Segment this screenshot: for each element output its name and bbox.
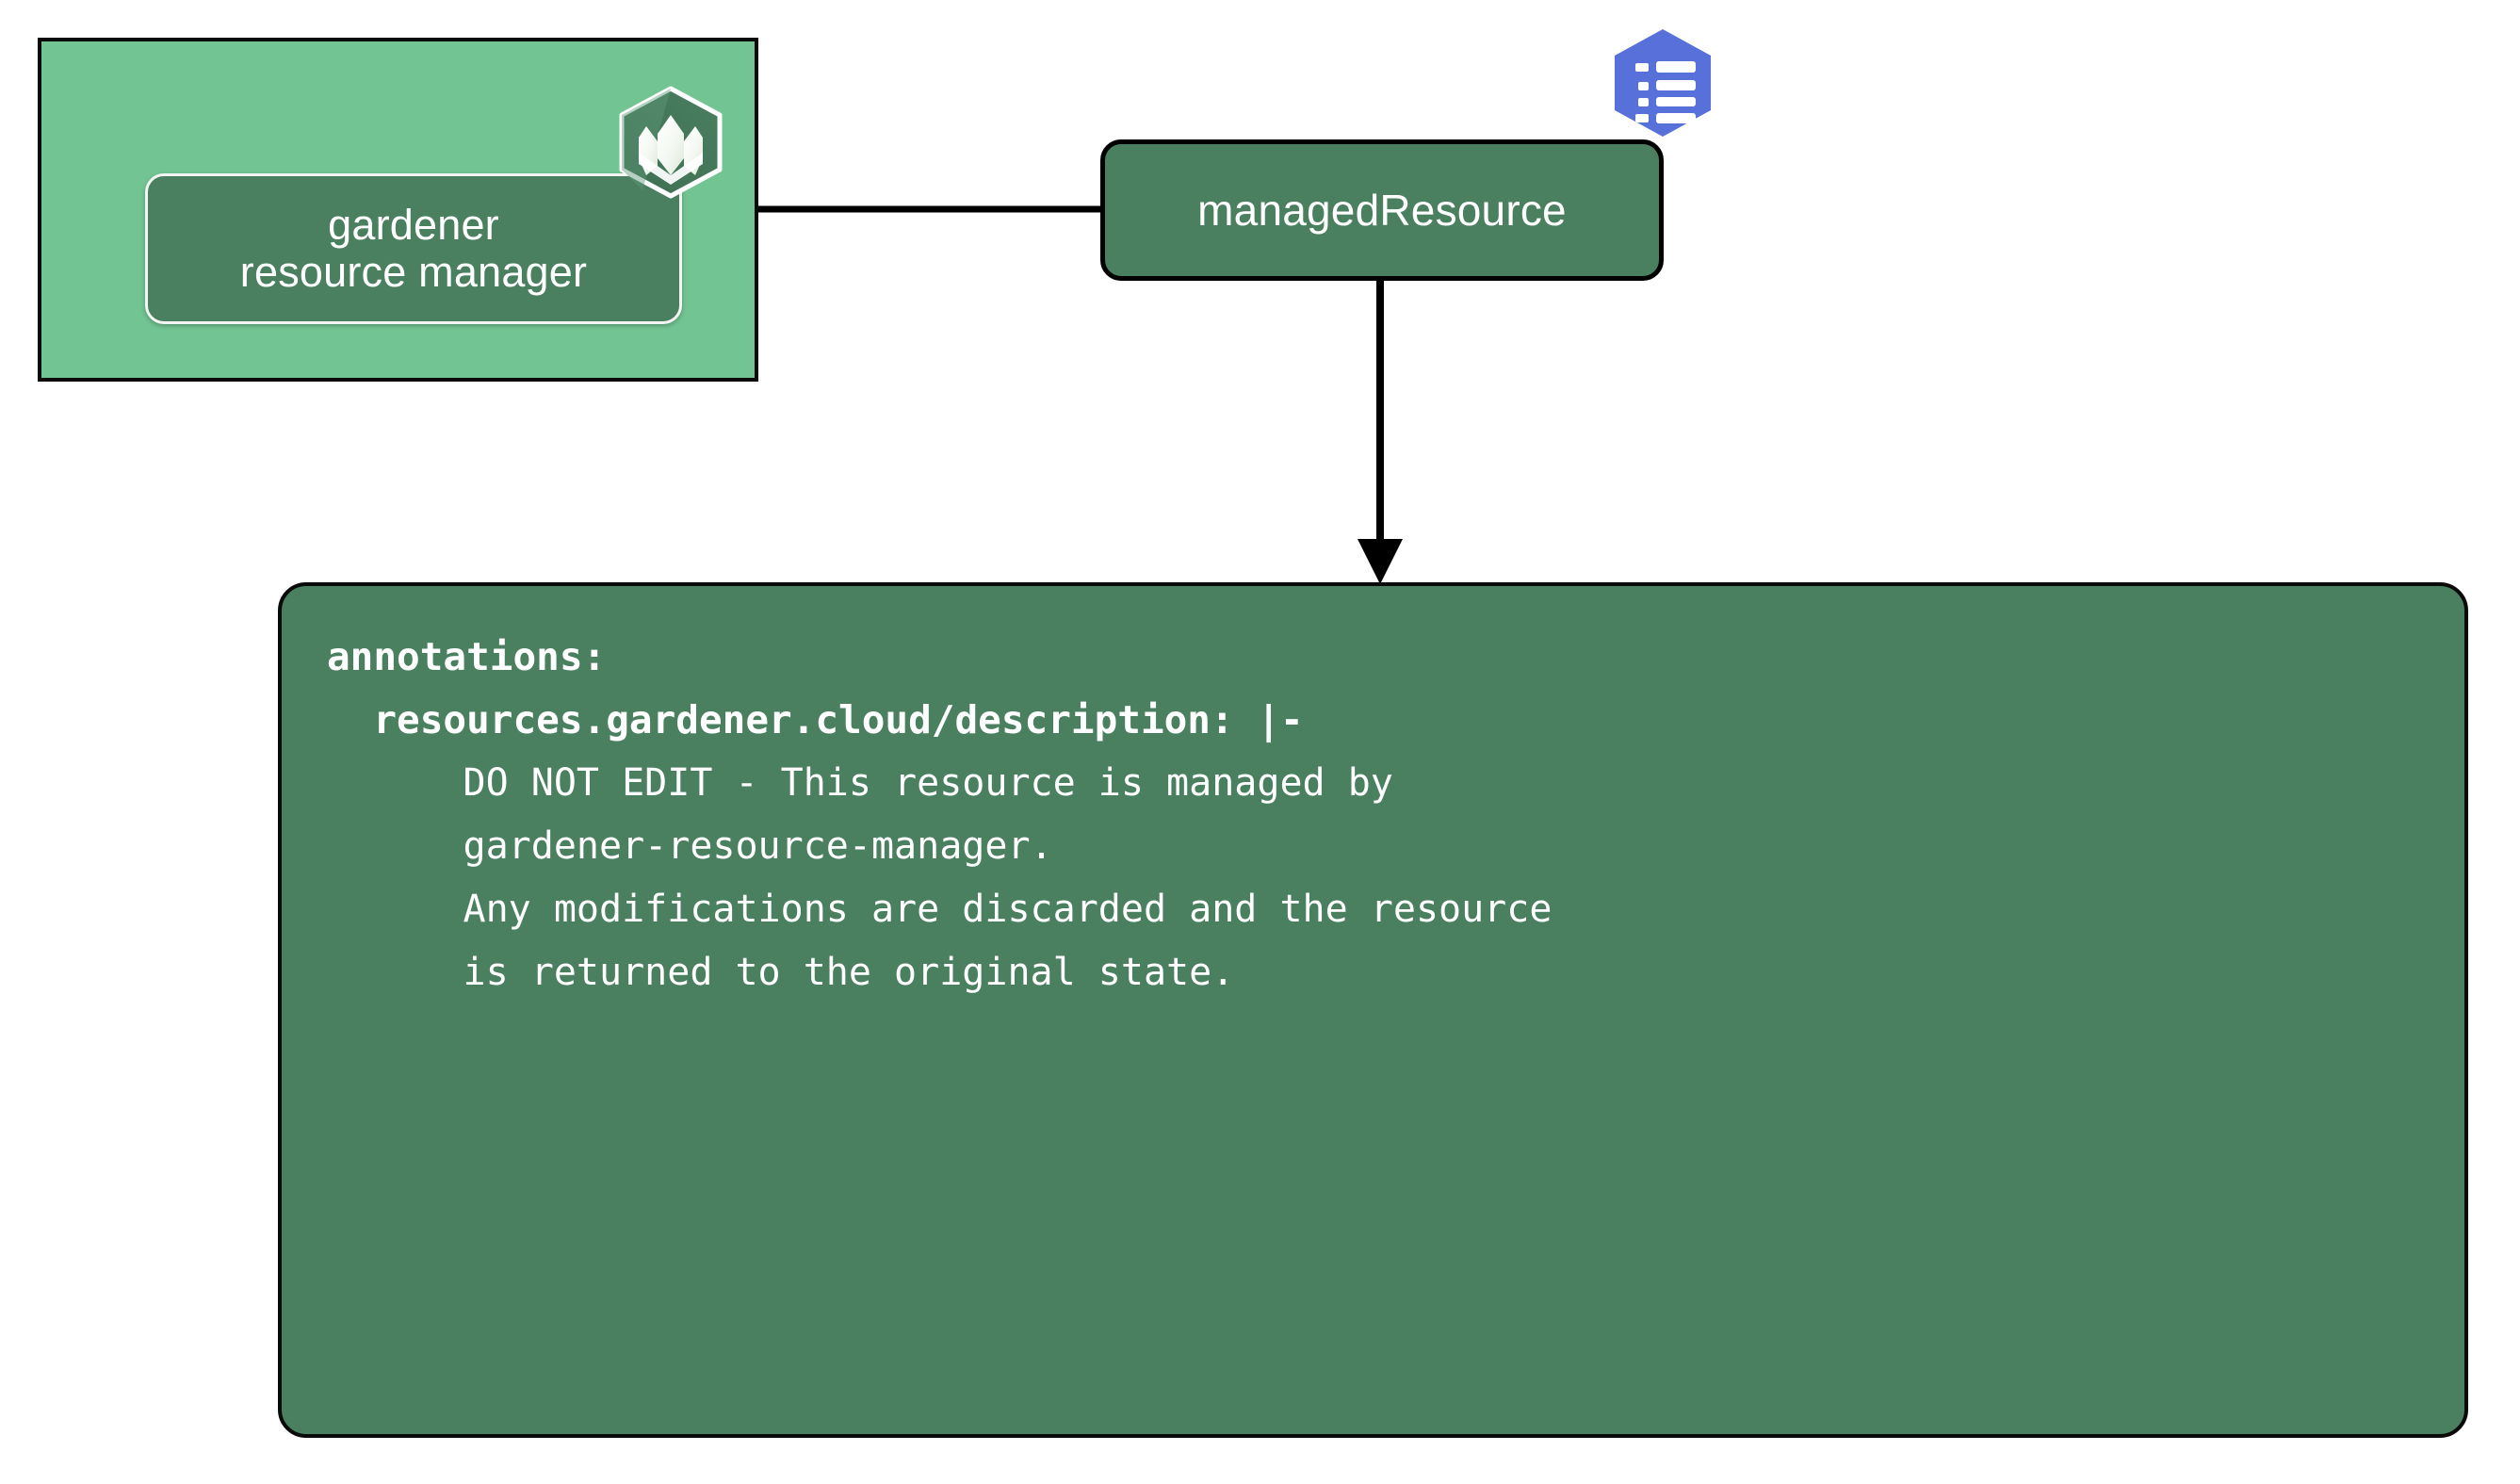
gardener-logo-icon bbox=[619, 86, 723, 199]
yaml-line-body-2: gardener-resource-manager. bbox=[327, 824, 1053, 868]
yaml-line-body-4: is returned to the original state. bbox=[327, 951, 1235, 994]
component-label-line-2: resource manager bbox=[239, 248, 588, 296]
yaml-line-body-3: Any modifications are discarded and the … bbox=[327, 888, 1553, 931]
yaml-line-description-key: resources.gardener.cloud/description: |- bbox=[327, 697, 1304, 742]
arrowhead-icon bbox=[1358, 539, 1403, 584]
yaml-line-annotations: annotations: bbox=[327, 634, 607, 679]
gardener-resource-manager-node[interactable]: gardener resource manager bbox=[145, 173, 682, 324]
managed-resource-label: managedResource bbox=[1197, 186, 1567, 235]
managed-resource-node[interactable]: managedResource bbox=[1100, 139, 1664, 281]
annotations-yaml-panel: annotations: resources.gardener.cloud/de… bbox=[278, 582, 2468, 1438]
kubernetes-resource-list-icon bbox=[1615, 29, 1711, 137]
gardener-cluster-group: gardener resource manager bbox=[38, 38, 758, 382]
yaml-line-body-1: DO NOT EDIT - This resource is managed b… bbox=[327, 761, 1393, 805]
component-label-line-1: gardener bbox=[328, 200, 499, 249]
